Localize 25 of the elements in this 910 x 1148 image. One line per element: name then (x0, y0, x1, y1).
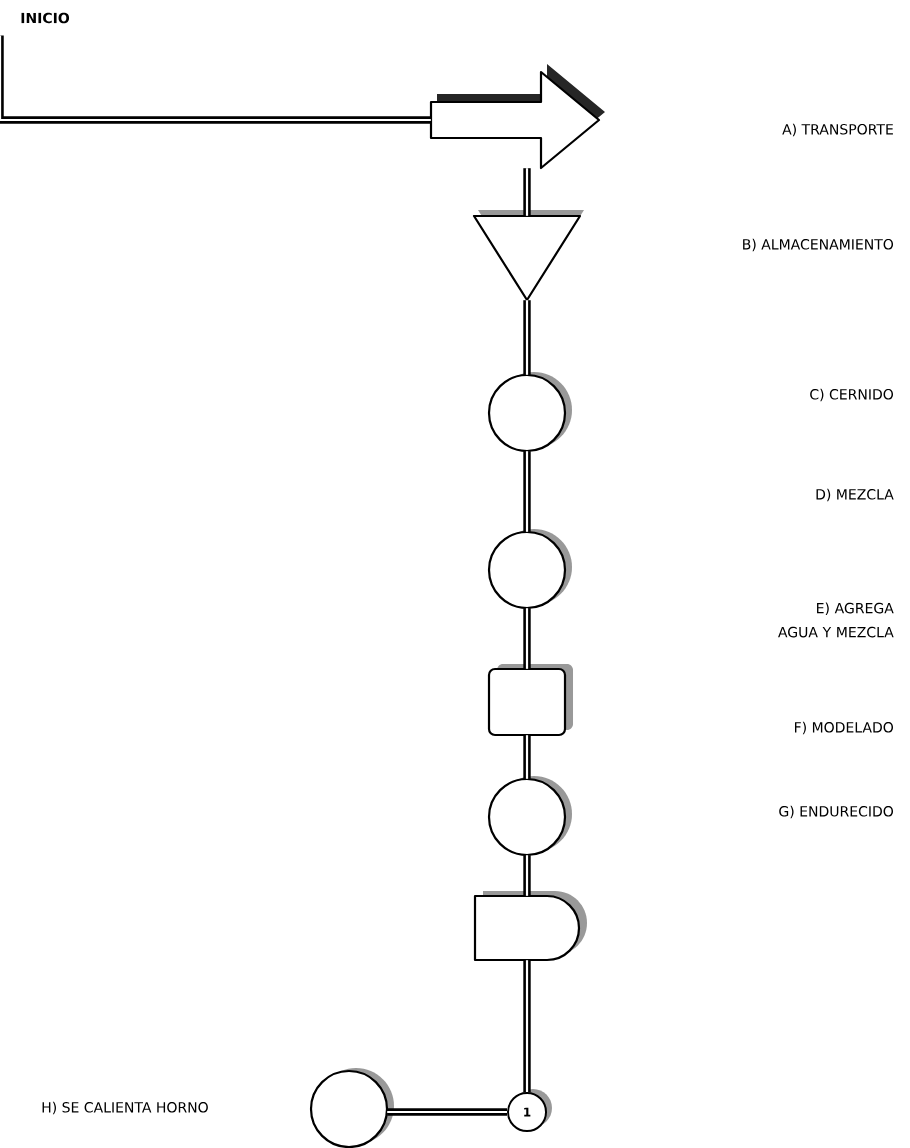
flow-line (523, 855, 531, 896)
step-label: B) ALMACENAMIENTO (743, 238, 894, 252)
flow-line (523, 451, 531, 532)
operation-circle (309, 1068, 394, 1148)
flow-line (523, 608, 531, 669)
step-label: D) MEZCLA (816, 488, 894, 502)
flow-line (523, 735, 531, 779)
flow-line (523, 300, 531, 375)
start-label: INICIO (21, 12, 70, 24)
flow-line (523, 168, 531, 216)
operation-circle (487, 776, 572, 857)
flow-line (523, 960, 531, 1092)
storage-triangle (472, 210, 584, 302)
delay-symbol (473, 891, 587, 962)
step-label: H) SE CALIENTA HORNO (42, 1101, 208, 1115)
inspection-square (487, 664, 573, 737)
step-label: A) TRANSPORTE (782, 123, 893, 137)
operation-circle (487, 372, 572, 453)
operation-circle (487, 529, 572, 610)
step-label: G) ENDURECIDO (779, 805, 893, 819)
step-label: F) MODELADO (795, 721, 893, 735)
step-label: E) AGREGA AGUA Y MEZCLA (778, 602, 894, 638)
flow-line (0, 35, 431, 124)
transport-arrow (429, 64, 605, 170)
step-label: C) CERNIDO (810, 388, 893, 402)
